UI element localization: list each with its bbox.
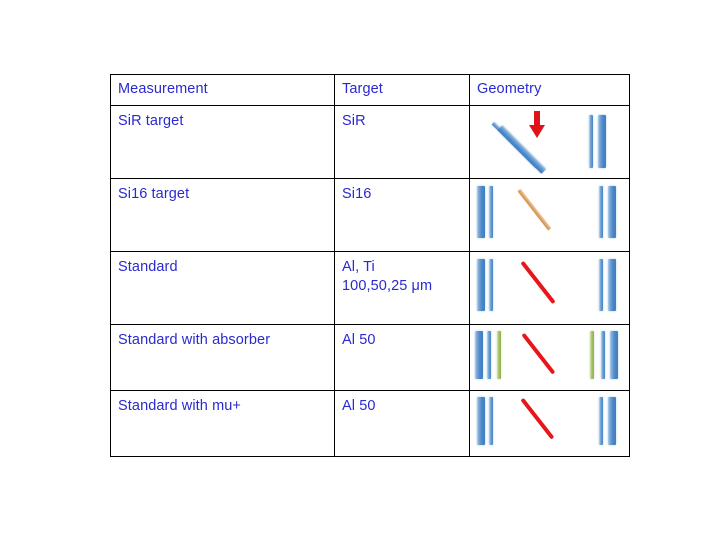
geometry-diagram-si16 [470, 179, 629, 251]
measurement-target-geometry-table: Measurement Target Geometry SiR target S… [110, 74, 630, 457]
vertical-bar-thick-icon [608, 397, 616, 445]
cell-measurement: Si16 target [110, 178, 335, 252]
red-down-arrow-icon [529, 111, 545, 138]
cell-target: SiR [334, 105, 470, 179]
diagonal-line-red-icon [521, 332, 556, 375]
target-label: Al 50 [342, 398, 376, 414]
table-header-row: Measurement Target Geometry [110, 74, 630, 106]
measurement-label: Standard with mu+ [118, 398, 242, 414]
header-cell-measurement: Measurement [110, 74, 335, 106]
diagonal-line-orange-icon [517, 188, 552, 231]
cell-measurement: Standard with absorber [110, 324, 335, 391]
vertical-bar-thin-icon [599, 259, 603, 311]
header-label-geometry: Geometry [477, 81, 542, 97]
vertical-bar-thick-icon [477, 259, 485, 311]
vertical-bar-thin-icon [599, 186, 603, 238]
vertical-bar-thick-icon [608, 186, 616, 238]
cell-target: Al 50 [334, 324, 470, 391]
vertical-bar-thin-icon [589, 115, 593, 168]
vertical-bar-green-icon [497, 331, 501, 379]
measurement-label: Standard [118, 259, 178, 275]
cell-measurement: Standard with mu+ [110, 390, 335, 457]
target-label: Si16 [342, 186, 372, 202]
cell-geometry [469, 178, 630, 252]
vertical-bar-thin-icon [599, 397, 603, 445]
arrow-head [529, 125, 545, 138]
geometry-diagram-muplus [470, 391, 629, 456]
table-row: Standard with mu+ Al 50 [110, 390, 630, 457]
vertical-bar-thin-icon [601, 331, 605, 379]
cell-geometry [469, 390, 630, 457]
measurement-label: Standard with absorber [118, 332, 271, 348]
measurement-label: SiR target [118, 113, 184, 129]
header-cell-target: Target [334, 74, 470, 106]
vertical-bar-thin-icon [489, 186, 493, 238]
vertical-bar-thick-icon [475, 331, 483, 379]
target-label: Al 50 [342, 332, 376, 348]
diagonal-line-red-icon [520, 260, 556, 305]
cell-target: Al 50 [334, 390, 470, 457]
cell-geometry [469, 105, 630, 179]
arrow-shaft [534, 111, 540, 126]
vertical-bar-thick-icon [610, 331, 618, 379]
cell-measurement: Standard [110, 251, 335, 325]
vertical-bar-thick-icon [608, 259, 616, 311]
table-row: Si16 target Si16 [110, 178, 630, 252]
vertical-bar-thick-icon [477, 397, 485, 445]
measurement-label: Si16 target [118, 186, 190, 202]
cell-target: Al, Ti 100,50,25 μm [334, 251, 470, 325]
geometry-diagram-absorber [470, 325, 629, 390]
target-label: SiR [342, 113, 366, 129]
vertical-bar-thick-icon [477, 186, 485, 238]
cell-geometry [469, 324, 630, 391]
vertical-bar-thin-icon [489, 397, 493, 445]
header-cell-geometry: Geometry [469, 74, 630, 106]
cell-target: Si16 [334, 178, 470, 252]
cell-geometry [469, 251, 630, 325]
table-row: SiR target SiR [110, 105, 630, 179]
geometry-diagram-sir [470, 106, 629, 178]
table-row: Standard with absorber Al 50 [110, 324, 630, 391]
geometry-diagram-standard [470, 252, 629, 324]
header-label-measurement: Measurement [118, 81, 208, 97]
vertical-bar-thin-icon [489, 259, 493, 311]
header-label-target: Target [342, 81, 383, 97]
vertical-bar-thick-icon [598, 115, 606, 168]
table-row: Standard Al, Ti 100,50,25 μm [110, 251, 630, 325]
vertical-bar-thin-icon [487, 331, 491, 379]
target-label: Al, Ti 100,50,25 μm [342, 259, 433, 294]
cell-measurement: SiR target [110, 105, 335, 179]
vertical-bar-green-icon [590, 331, 594, 379]
diagonal-line-red-icon [520, 397, 555, 440]
